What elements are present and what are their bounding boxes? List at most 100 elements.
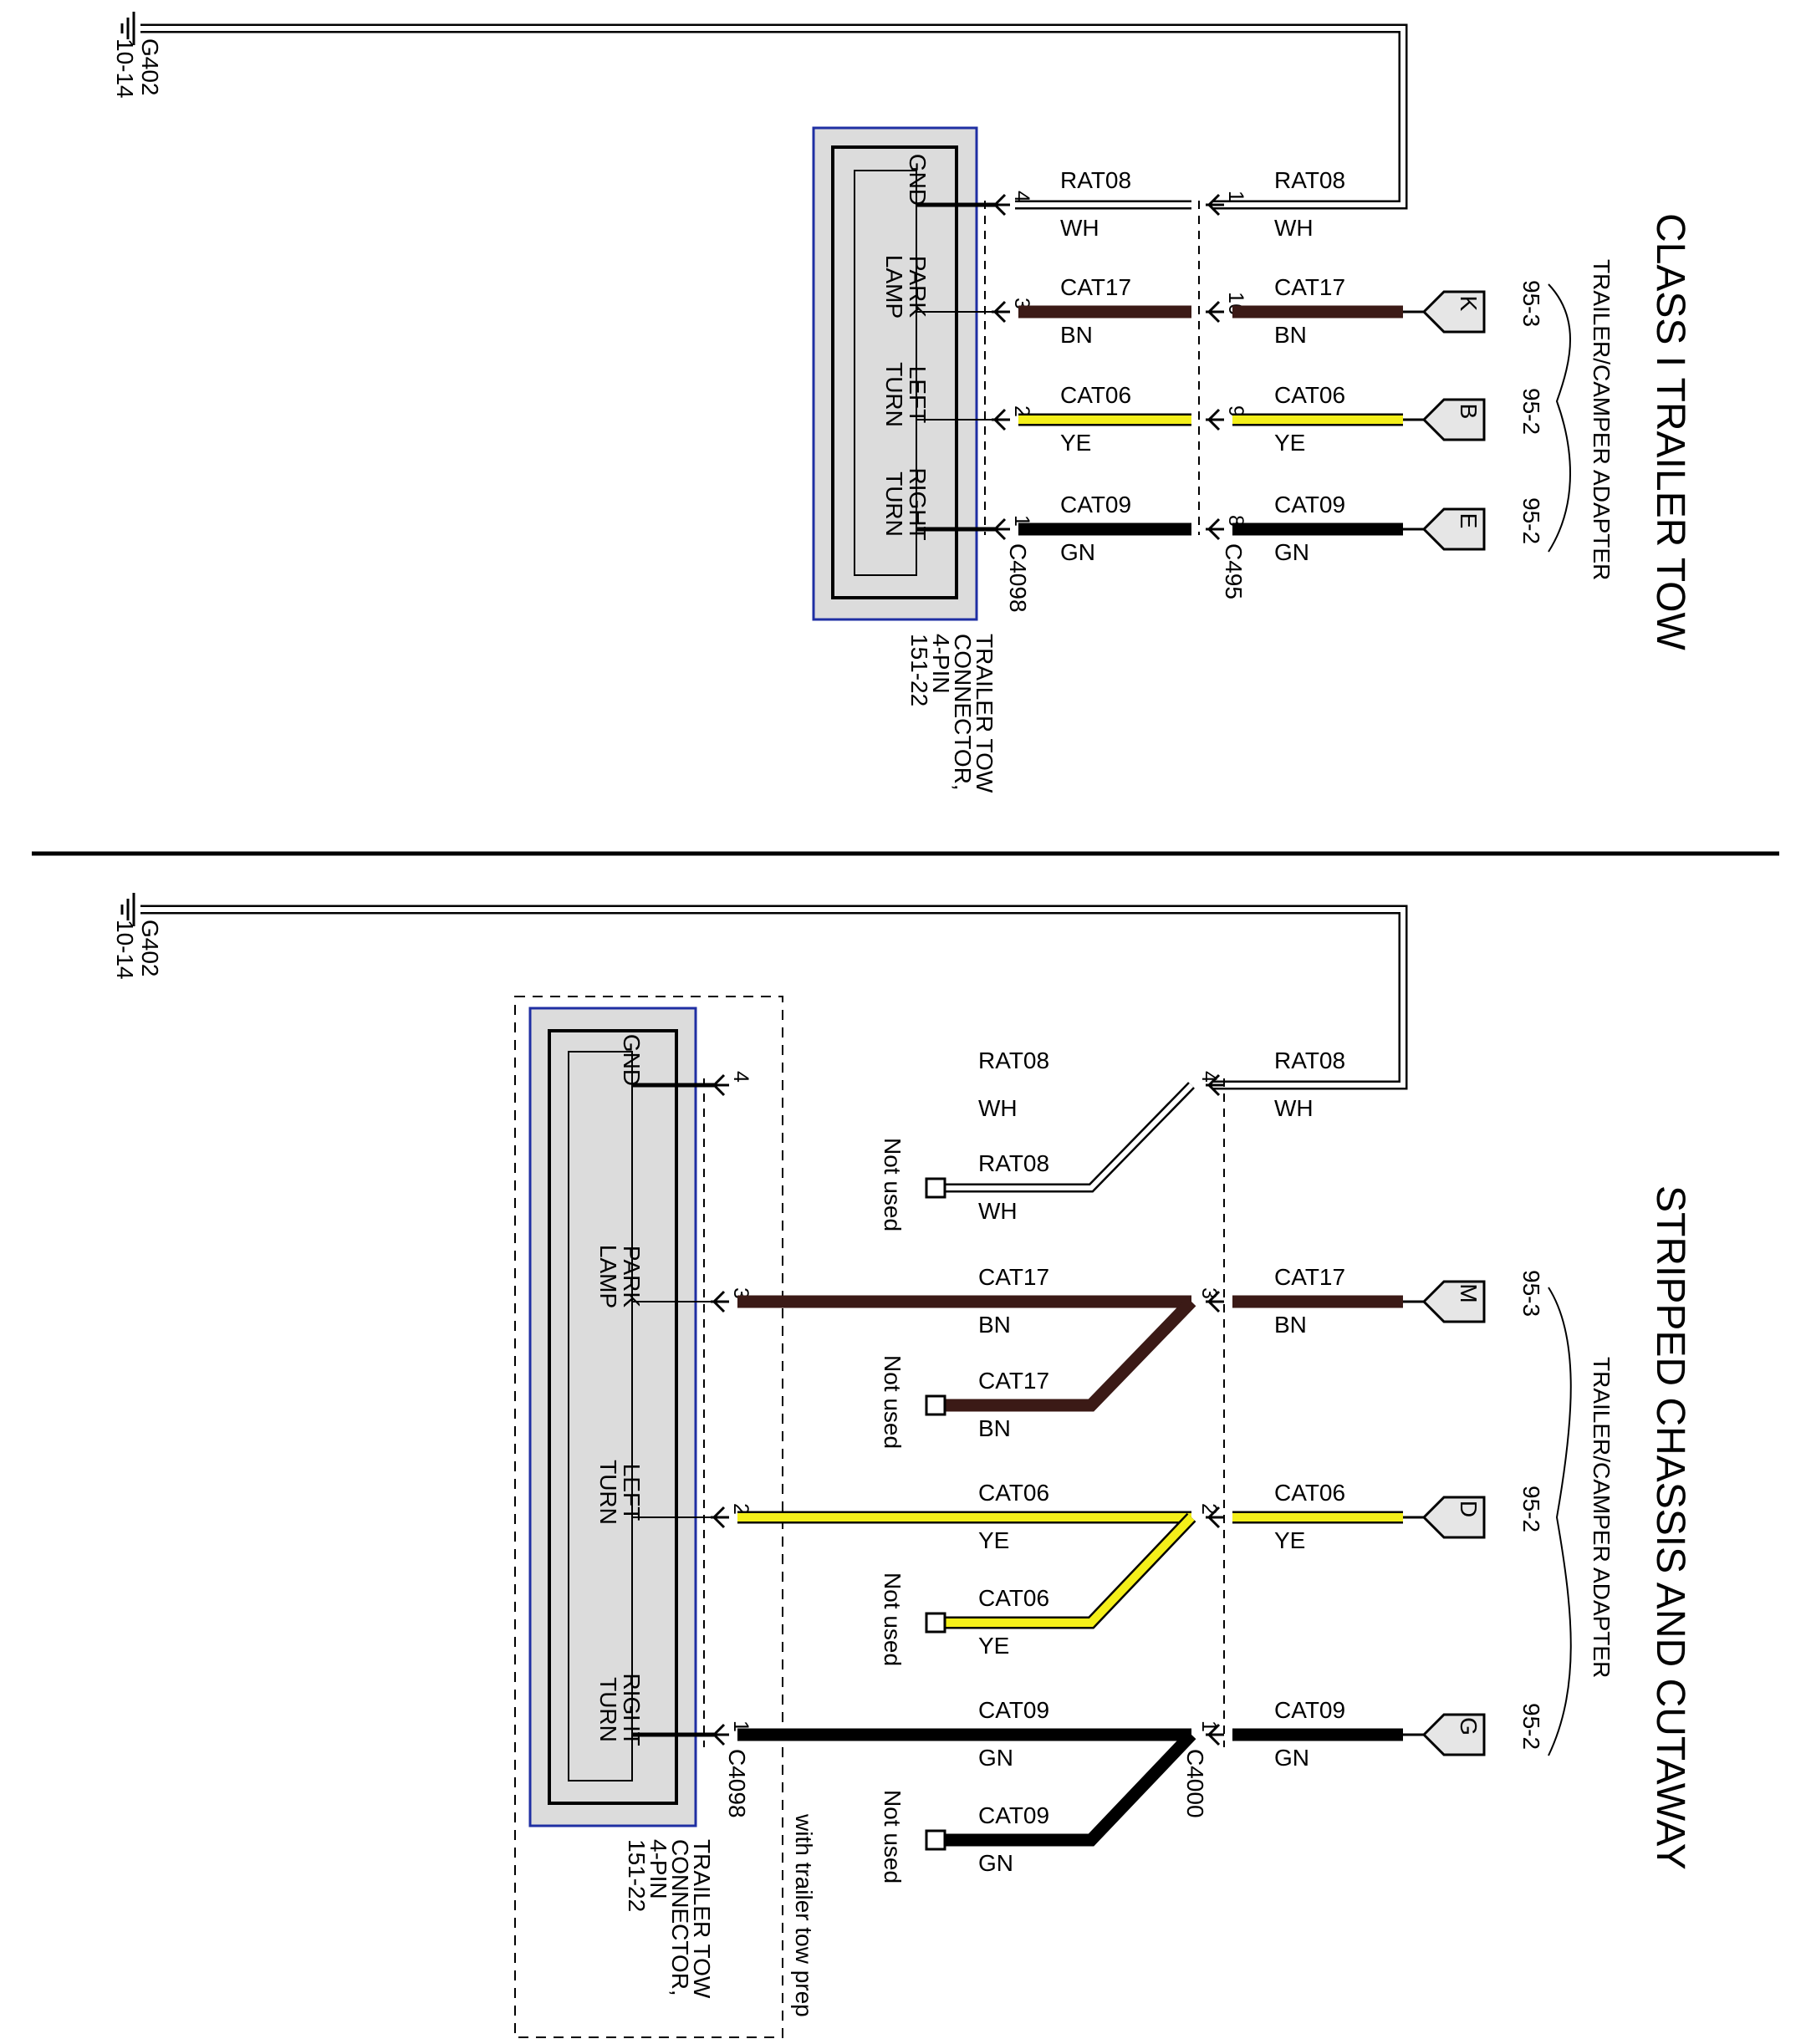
adapter-plug — [1421, 1713, 1486, 1756]
not-used-branch — [936, 1297, 1196, 1412]
connector-label-line: 151-22 — [624, 1839, 650, 1912]
pin-function-label: LEFT — [905, 366, 931, 423]
color-label-main: GN — [978, 1745, 1013, 1771]
adapter-brace — [1548, 283, 1571, 553]
circuit-label-left: CAT17 — [1060, 274, 1131, 300]
ground-wire — [140, 23, 1408, 210]
connector-label-line: 4-PIN — [928, 634, 954, 694]
ground-ref-label: 10-14 — [112, 38, 138, 99]
not-used-terminal — [925, 1612, 946, 1634]
wire-fill — [140, 26, 1406, 207]
option-label: with trailer tow prep — [791, 1813, 817, 2017]
color-label-right: YE — [1274, 1527, 1305, 1553]
not-used-branch — [936, 1082, 1195, 1193]
option-dashed-box — [514, 996, 783, 2038]
adapter-plug-letter: E — [1456, 513, 1482, 529]
color-label-branch: BN — [978, 1415, 1011, 1441]
circuit-label-branch: CAT06 — [978, 1585, 1049, 1611]
connector-body — [548, 1029, 678, 1805]
wire-fill — [140, 907, 1406, 1088]
ground-wire — [140, 905, 1408, 1090]
pin-number-left: 4 — [729, 1071, 752, 1083]
color-label-left: BN — [1060, 322, 1093, 348]
connector-inner — [854, 170, 917, 576]
connector-id-left: C4098 — [1005, 543, 1031, 613]
color-label-main: WH — [978, 1095, 1018, 1121]
ground-symbol — [120, 12, 135, 45]
adapter-plug-letter: K — [1456, 296, 1482, 312]
not-used-label: Not used — [880, 1355, 906, 1449]
circuit-label-left: CAT06 — [1060, 382, 1131, 408]
wire-outline — [140, 23, 1408, 210]
not-used-terminal — [925, 1829, 946, 1851]
adapter-plug — [1421, 1280, 1486, 1323]
wire-outline — [140, 905, 1408, 1090]
pin-function-label: PARK — [905, 256, 931, 318]
color-label-right: BN — [1274, 1312, 1307, 1338]
page-ref-label: 95-2 — [1518, 1486, 1544, 1532]
color-label-left: YE — [1060, 430, 1091, 456]
adapter-plug — [1421, 398, 1486, 441]
connector-label-line: CONNECTOR, — [950, 634, 976, 791]
connector-id-right: C4000 — [1182, 1749, 1208, 1818]
circuit-label-right: CAT06 — [1274, 1480, 1345, 1506]
adapter-label: TRAILER/CAMPER ADAPTER — [1589, 259, 1615, 580]
pin-number-right: 4 — [1197, 1071, 1221, 1083]
pin-function-label: PARK — [619, 1246, 645, 1307]
connector-label-line: TRAILER TOW — [972, 634, 997, 793]
connector-outer — [528, 1007, 697, 1827]
page-ref-label: 95-2 — [1518, 388, 1544, 435]
circuit-label-branch: CAT09 — [978, 1802, 1049, 1828]
connector-label-line: 151-22 — [906, 634, 932, 706]
color-label-branch: YE — [978, 1633, 1009, 1659]
pin-number-right: 3 — [1197, 1287, 1221, 1299]
circuit-label-left: CAT09 — [1060, 492, 1131, 517]
connector-label-line: CONNECTOR, — [667, 1839, 693, 1996]
circuit-label-right: CAT17 — [1274, 1264, 1345, 1290]
page-ref-label: 95-2 — [1518, 497, 1544, 544]
not-used-label: Not used — [880, 1138, 906, 1231]
pin-function-label-2: LAMP — [881, 255, 907, 319]
wire-fill — [936, 1083, 1194, 1190]
color-label-branch: WH — [978, 1198, 1018, 1224]
adapter-plug — [1421, 1496, 1486, 1539]
color-label-main: BN — [978, 1312, 1011, 1338]
connector-label-line: 4-PIN — [645, 1839, 671, 1899]
adapter-plug-letter: B — [1456, 404, 1482, 420]
wire-outline — [936, 1512, 1196, 1629]
pin-function-label: GND — [619, 1034, 645, 1086]
pin-function-label: LEFT — [619, 1464, 645, 1521]
circuit-label-right: CAT09 — [1274, 1697, 1345, 1723]
adapter-plug — [1421, 507, 1486, 551]
section-title: STRIPPED CHASSIS AND CUTAWAY — [1648, 1185, 1692, 1870]
circuit-label-right: CAT09 — [1274, 492, 1345, 517]
wire-outline — [936, 1082, 1195, 1193]
not-used-branch — [936, 1730, 1196, 1847]
color-label-right: GN — [1274, 1745, 1309, 1771]
connector-outer — [812, 126, 978, 621]
page-ref-label: 95-3 — [1518, 280, 1544, 327]
connector-id-left: C4098 — [724, 1749, 750, 1818]
circuit-label-right: RAT08 — [1274, 1047, 1345, 1073]
color-label-right: YE — [1274, 430, 1305, 456]
not-used-terminal — [925, 1394, 946, 1416]
wire-fill — [936, 1297, 1196, 1412]
color-label-right: WH — [1274, 215, 1314, 241]
section-title: CLASS I TRAILER TOW — [1648, 213, 1692, 651]
circuit-label-main: CAT06 — [978, 1480, 1049, 1506]
not-used-terminal — [925, 1177, 946, 1199]
pin-function-label: GND — [905, 154, 931, 206]
ground-symbol — [120, 893, 135, 926]
not-used-label: Not used — [880, 1790, 906, 1883]
not-used-branch — [936, 1512, 1196, 1629]
pin-function-label-2: TURN — [881, 362, 907, 427]
circuit-label-main: CAT17 — [978, 1264, 1049, 1290]
adapter-plug-letter: G — [1456, 1717, 1482, 1736]
page-ref-label: 95-3 — [1518, 1270, 1544, 1317]
circuit-label-right: CAT17 — [1274, 274, 1345, 300]
circuit-label-main: RAT08 — [978, 1047, 1049, 1073]
pin-number-right: 1 — [1224, 191, 1247, 202]
color-label-branch: GN — [978, 1850, 1013, 1876]
adapter-brace — [1548, 1287, 1572, 1756]
